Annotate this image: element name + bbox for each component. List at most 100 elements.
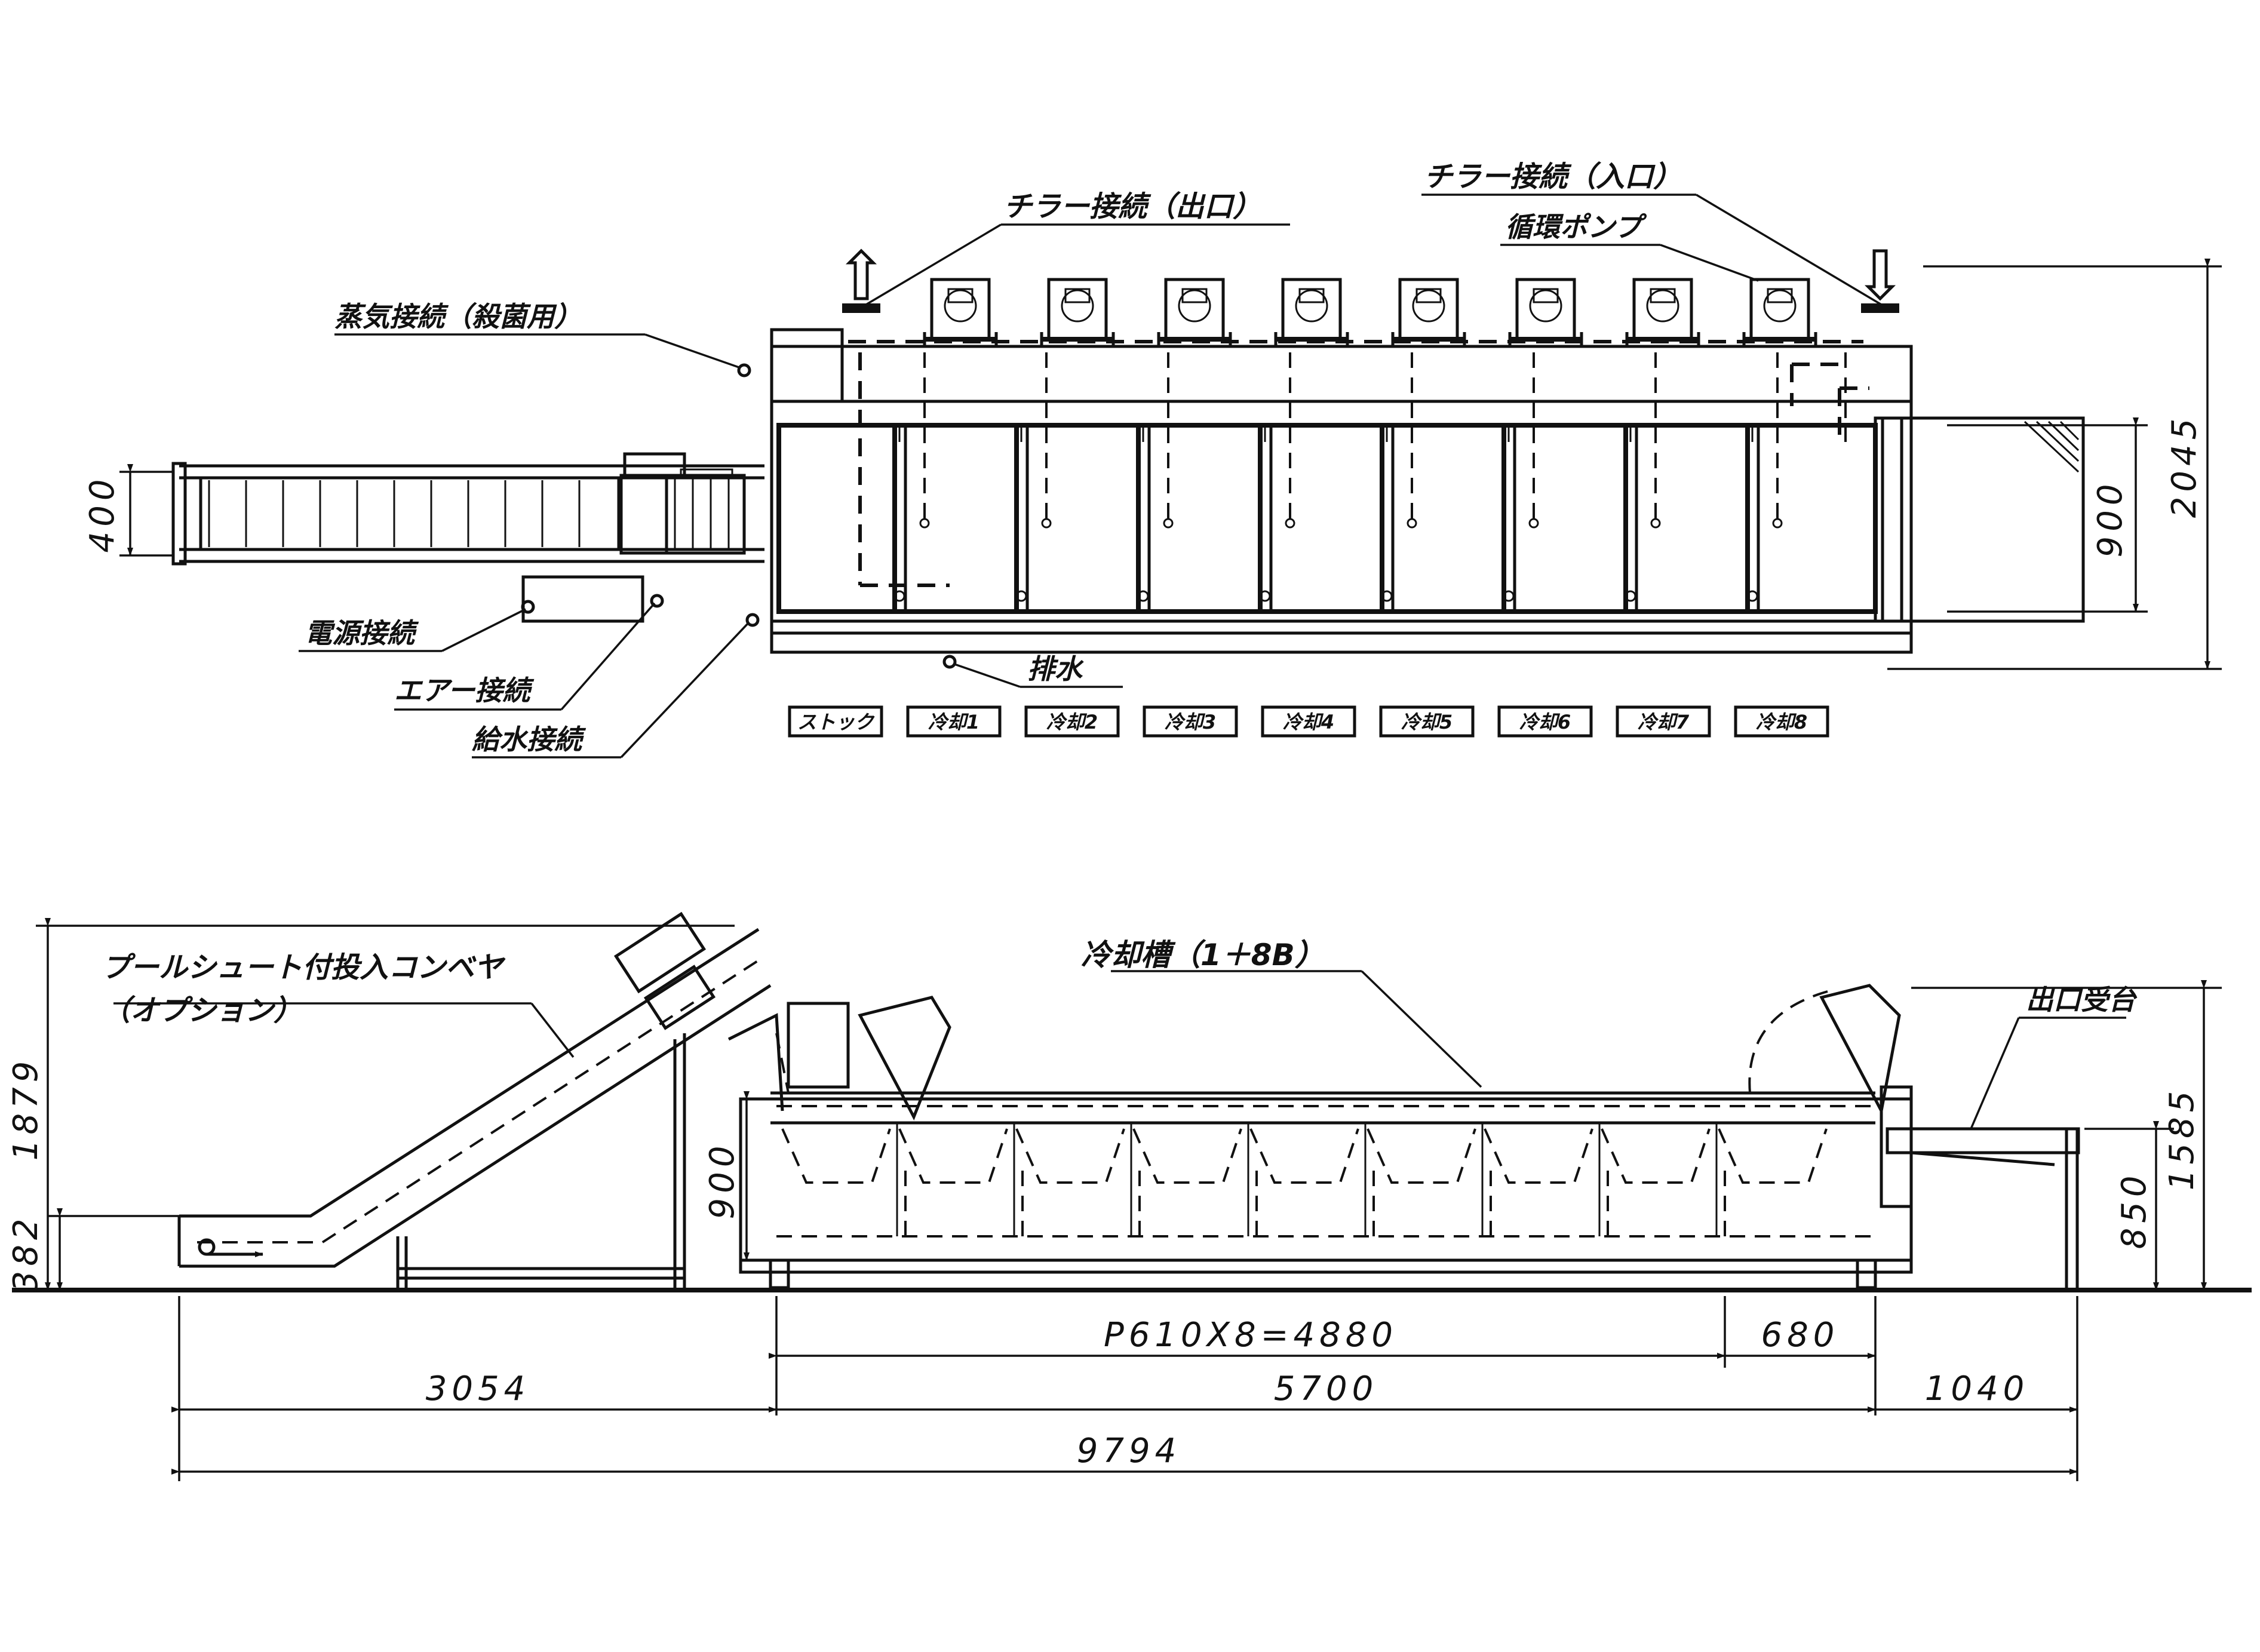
dim-end-section: 680 [1761, 1316, 1840, 1355]
drain-port [893, 590, 905, 602]
tank-tag-label: ストック [797, 711, 875, 733]
plan-outlet-table [1874, 416, 2085, 623]
basket-outline [1484, 1128, 1593, 1184]
tank-tag-box [906, 705, 1002, 738]
pump-motor [1415, 288, 1442, 303]
pump-motor [1181, 288, 1208, 303]
pump-motor [1767, 288, 1793, 303]
dim-conveyor-length: 3054 [426, 1369, 530, 1408]
basket-outline [1015, 1128, 1125, 1184]
tank-tag-label: 冷却8 [1756, 711, 1807, 733]
pump-impeller [1412, 289, 1445, 323]
dim-outlet-length: 1040 [1925, 1369, 2029, 1408]
dim-outlet-height: 850 [2115, 1171, 2154, 1249]
basket-outline [1718, 1128, 1828, 1184]
drain-port [1746, 590, 1758, 602]
conveyor-label: プールシュート付投入コンベヤ [102, 951, 506, 984]
tank-tag-box [1261, 705, 1356, 738]
pump-motor [947, 288, 974, 303]
dim-total-depth: 2045 [2165, 414, 2204, 518]
side-elevation [12, 911, 2252, 1481]
circulation-pumps [923, 278, 1817, 346]
tank-tag-label: 冷却5 [1401, 711, 1453, 733]
pump-motor [1298, 288, 1325, 303]
pump-impeller [1646, 289, 1679, 323]
nozzle [1650, 518, 1661, 529]
basket-outline [1249, 1128, 1359, 1184]
nozzle [1163, 518, 1174, 529]
cooling-tank-elevation [739, 984, 1913, 1289]
nozzle [1285, 518, 1295, 529]
tank-tag-box [1024, 705, 1120, 738]
pump-impeller [1061, 289, 1094, 323]
nozzle [1407, 518, 1417, 529]
dim-conveyor-low: 382 [7, 1214, 45, 1292]
drain-port [1015, 590, 1027, 602]
drain-port [1503, 590, 1515, 602]
tank-tag-box [1734, 705, 1829, 738]
tank-tag-label: 冷却7 [1638, 711, 1690, 733]
tank-tag-box [1616, 705, 1711, 738]
dim-conveyor-height: 1879 [7, 1057, 45, 1161]
chiller-outlet-label: チラー接続（出口） [1003, 190, 1261, 223]
dim-total-length: 9794 [1077, 1432, 1181, 1470]
dim-tank-length: 5700 [1274, 1369, 1378, 1408]
pump-impeller [1178, 289, 1211, 323]
basket-outline [1132, 1128, 1242, 1184]
chiller-inlet-arrow-icon [1861, 249, 1899, 313]
incline-conveyor [177, 911, 850, 1290]
dim-pitch: P610X8=4880 [1104, 1316, 1398, 1355]
plan-infeed-conveyor [171, 452, 764, 566]
plan-leaders [299, 194, 1882, 759]
steam-label: 蒸気接続（殺菌用） [334, 300, 582, 333]
outlet-label: 出口受台 [2026, 984, 2138, 1016]
nozzle [1528, 518, 1539, 529]
tank-tag-box [1379, 705, 1475, 738]
outlet-table-elevation [1886, 1127, 2080, 1290]
drain-port [1381, 590, 1393, 602]
power-label: 電源接続 [305, 617, 419, 649]
basket-outline [1601, 1128, 1711, 1184]
air-label: エアー接続 [394, 674, 535, 707]
dim-top-height: 1585 [2163, 1086, 2201, 1191]
tank-tag-label: 冷却4 [1283, 711, 1334, 733]
elevation-leaders [113, 970, 2126, 1129]
tank-label: 冷却槽（1＋8B） [1081, 938, 1325, 972]
conveyor-option-label: （オプション） [102, 994, 302, 1027]
tank-tag-label: 冷却1 [928, 711, 979, 733]
tank-tag-box [788, 705, 883, 738]
pump-impeller [1529, 289, 1562, 323]
tank-tag-label: 冷却6 [1519, 711, 1571, 733]
basket-outline [781, 1128, 891, 1184]
drain-label: 排水 [1027, 653, 1084, 685]
pump-impeller [944, 289, 977, 323]
nozzle [919, 518, 930, 529]
control-box [521, 575, 644, 623]
chiller-inlet-label: チラー接続（入口） [1424, 160, 1682, 194]
tank-tag-box [1143, 705, 1238, 738]
pump-motor [1064, 288, 1091, 303]
nozzle [1041, 518, 1052, 529]
tank-tag-label: 冷却2 [1046, 711, 1098, 733]
chiller-outlet-arrow-icon [842, 248, 880, 313]
plan-compartments [892, 352, 1847, 612]
dim-outlet-depth: 900 [2091, 480, 2130, 558]
drain-port [1137, 590, 1149, 602]
drain-port [1259, 590, 1271, 602]
water-label: 給水接続 [472, 723, 587, 756]
basket-outline [1367, 1128, 1476, 1184]
dim-tank-height: 900 [703, 1141, 742, 1220]
pump-impeller [1295, 289, 1328, 323]
pump-motor [1533, 288, 1559, 303]
pump-impeller [1763, 289, 1797, 323]
pump-motor [1650, 288, 1676, 303]
pump-label: 循環ポンプ [1505, 211, 1647, 243]
dim-conveyor-width: 400 [83, 475, 122, 553]
plan-main-frame [770, 345, 1913, 654]
drain-port [1625, 590, 1636, 602]
tank-tag-box [1497, 705, 1593, 738]
